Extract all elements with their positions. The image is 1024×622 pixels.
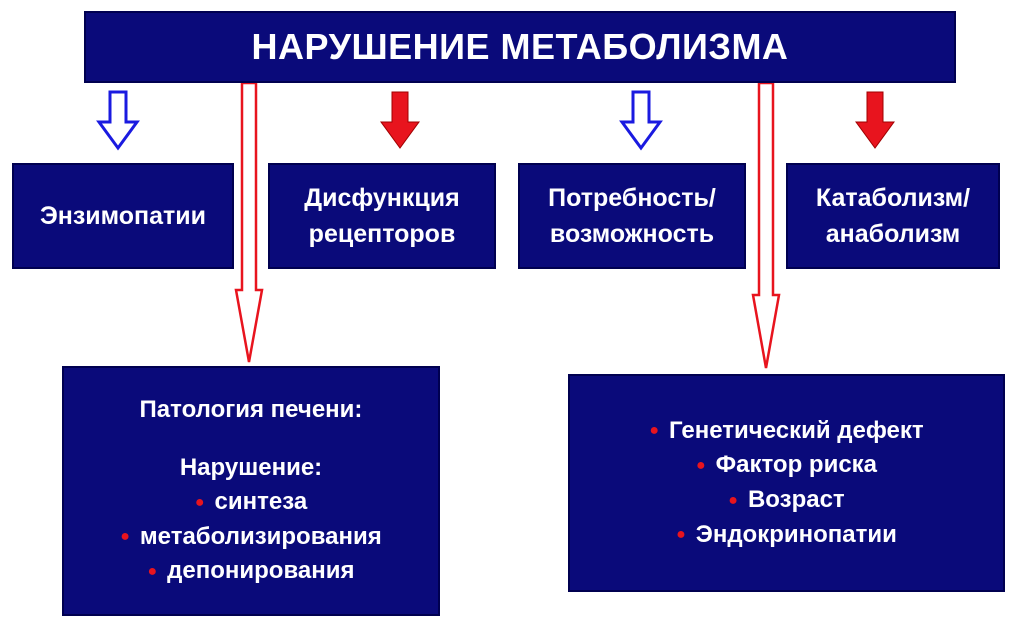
category-line: Дисфункция [304, 184, 460, 212]
main-title: НАРУШЕНИЕ МЕТАБОЛИЗМА [251, 26, 789, 67]
category-receptor-dysfunction: Дисфункция рецепторов [268, 163, 496, 269]
list-item: ● синтеза [195, 485, 307, 520]
list-item-text: метаболизирования [139, 522, 382, 550]
liver-subheading: Нарушение: [179, 454, 323, 482]
category-need-capability: Потребность/ возможность [518, 163, 746, 269]
liver-heading: Патология печени: [139, 396, 363, 424]
category-line: Энзимопатии [39, 202, 207, 230]
list-item-text: синтеза [214, 488, 308, 516]
list-item: ● Возраст [728, 483, 844, 518]
category-catabolism-anabolism: Катаболизм/ анаболизм [786, 163, 1000, 269]
bullet-icon: ● [695, 457, 706, 474]
category-line: возможность [549, 220, 715, 248]
arrow-solid-red-2 [855, 91, 895, 149]
bullet-icon: ● [649, 422, 659, 440]
list-item: ● Генетический дефект [649, 414, 923, 449]
list-item: ● метаболизирования [120, 520, 382, 555]
list-item: ● Эндокринопатии [676, 518, 897, 553]
list-item: ● Фактор риска [696, 448, 877, 483]
list-item-text: Фактор риска [715, 451, 878, 479]
arrow-long-red-right [751, 81, 781, 369]
list-item-text: Генетический дефект [669, 416, 924, 444]
category-line: рецепторов [308, 220, 456, 248]
list-item: ● депонирования [147, 554, 354, 589]
arrow-solid-red-1 [380, 91, 420, 149]
liver-pathology-box: Патология печени: Нарушение: ● синтеза ● м… [62, 366, 440, 616]
bullet-icon: ● [147, 562, 158, 580]
main-title-box: НАРУШЕНИЕ МЕТАБОЛИЗМА [84, 11, 956, 83]
risk-factors-box: ● Генетический дефект ● Фактор риска ● Возр… [568, 374, 1005, 592]
list-item-text: депонирования [167, 557, 355, 585]
list-item-text: Возраст [747, 486, 845, 513]
list-item-text: Эндокринопатии [695, 520, 897, 548]
category-line: Катаболизм/ [815, 184, 971, 212]
category-line: Потребность/ [548, 184, 716, 212]
category-enzymopathies: Энзимопатии [12, 163, 234, 269]
arrow-long-red-left [234, 81, 264, 363]
arrow-outline-blue-2 [619, 90, 663, 151]
arrow-outline-blue-1 [96, 90, 140, 151]
category-line: анаболизм [825, 220, 961, 248]
bullet-icon: ● [194, 493, 205, 511]
bullet-icon: ● [728, 491, 738, 509]
bullet-icon: ● [676, 526, 686, 544]
bullet-icon: ● [120, 528, 130, 546]
